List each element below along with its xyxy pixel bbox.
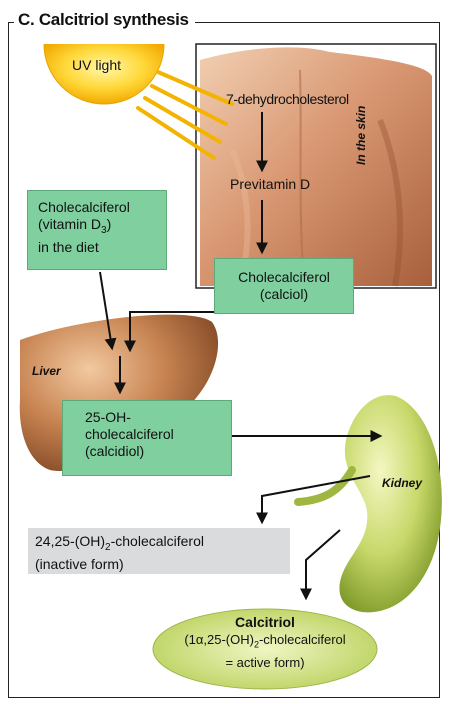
calcitriol-text: Calcitriol (1α,25-(OH)2-cholecalciferol …	[155, 614, 375, 684]
uv-light-label: UV light	[72, 57, 121, 73]
inactive-form-box: 24,25-(OH)2-cholecalciferol (inactive fo…	[28, 528, 290, 574]
inactive-line1-post: -cholecalciferol	[111, 533, 204, 549]
calcitriol-line2-post: -cholecalciferol	[259, 632, 346, 647]
diet-line2-pre: (vitamin D	[38, 216, 101, 232]
kidney-label: Kidney	[382, 476, 422, 490]
calcidiol-box: 25-OH- cholecalciferol (calcidiol)	[62, 400, 232, 476]
inactive-line2: (inactive form)	[35, 556, 290, 573]
previtamin-d-label: Previtamin D	[230, 176, 310, 192]
calcitriol-line2-pre: (1α,25-(OH)	[184, 632, 254, 647]
cholecalciferol-skin-line1: Cholecalciferol	[215, 269, 353, 286]
skin-panel	[196, 44, 436, 288]
in-the-skin-label: In the skin	[354, 85, 368, 165]
seven-dehydrocholesterol-label: 7-dehydrocholesterol	[226, 91, 349, 107]
calcidiol-line3: (calcidiol)	[85, 443, 231, 460]
inactive-line1: 24,25-(OH)2-cholecalciferol	[35, 533, 290, 556]
diet-line3: in the diet	[38, 239, 166, 256]
calcitriol-line2: (1α,25-(OH)2-cholecalciferol	[155, 631, 375, 654]
calcitriol-line3: = active form)	[155, 654, 375, 671]
calcidiol-line2: cholecalciferol	[85, 426, 231, 443]
liver-label: Liver	[32, 364, 61, 378]
sun-icon	[44, 44, 164, 104]
cholecalciferol-skin-box: Cholecalciferol (calciol)	[214, 258, 354, 314]
diet-line1: Cholecalciferol	[38, 199, 166, 216]
cholecalciferol-skin-line2: (calciol)	[215, 286, 353, 303]
diet-line2: (vitamin D3)	[38, 216, 166, 239]
diet-box: Cholecalciferol (vitamin D3) in the diet	[27, 190, 167, 270]
calcitriol-line1: Calcitriol	[155, 614, 375, 631]
kidney-organ	[298, 395, 442, 612]
inactive-line1-pre: 24,25-(OH)	[35, 533, 105, 549]
diet-line2-post: )	[107, 216, 112, 232]
calcidiol-line1: 25-OH-	[85, 409, 231, 426]
